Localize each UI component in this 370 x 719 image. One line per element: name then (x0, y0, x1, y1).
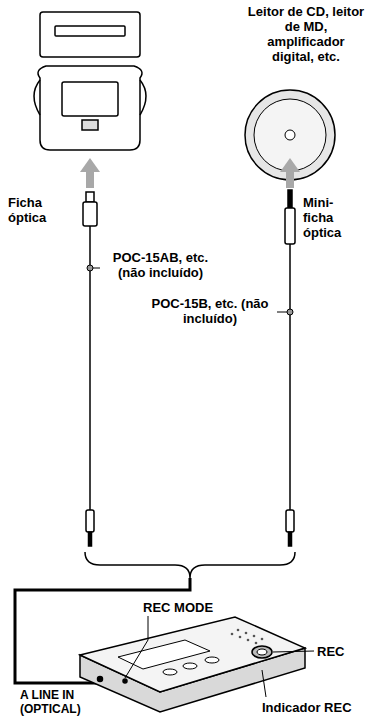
cable-label: POC-15B, etc. (não incluído) (145, 296, 275, 326)
indicator-label: Indicador REC (262, 700, 367, 715)
plug-label: Ficha óptica (8, 195, 66, 225)
insert-arrow (80, 158, 300, 188)
control-label: REC (317, 644, 365, 659)
bracket (85, 552, 295, 578)
jack-label: A LINE IN (OPTICAL) (20, 688, 110, 716)
plug-label: Mini-ficha óptica (303, 195, 363, 240)
device-caption: Leitor de CD, leitor de MD, amplificador… (245, 4, 367, 64)
optical-cable (83, 192, 97, 546)
deck (34, 12, 146, 150)
control-label: REC MODE (143, 600, 233, 615)
cable-label: POC-15AB, etc. (não incluído) (103, 250, 218, 280)
md-recorder (80, 617, 305, 712)
mini-optical-cable (285, 190, 295, 546)
cd-player (245, 90, 335, 180)
leader (125, 616, 314, 697)
